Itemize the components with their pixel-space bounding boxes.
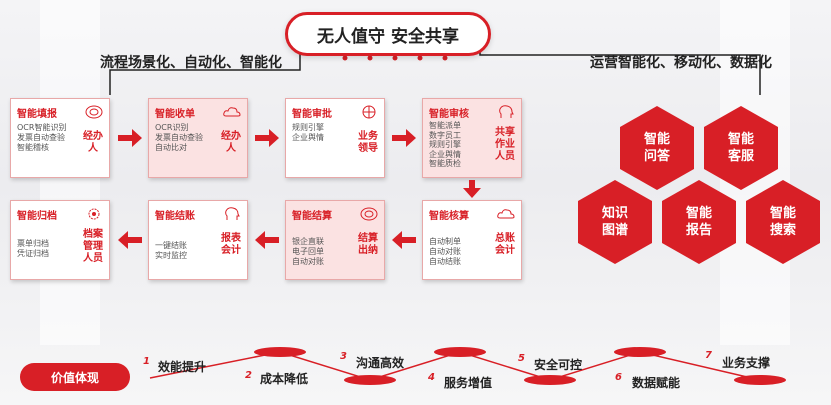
arrow-right xyxy=(255,129,279,147)
value-number: 4 xyxy=(428,372,435,383)
card-role: 总账 会计 xyxy=(495,233,515,256)
hex-label-knowledge: 知识 图谱 xyxy=(601,206,628,238)
arrow-down xyxy=(463,180,481,198)
card-body: OCR识别 发票自动查验 自动比对 xyxy=(155,123,203,152)
card-body: 银企直联 电子回单 自动对账 xyxy=(292,237,324,266)
card-smart-receipt: 智能收单 OCR识别 发票自动查验 自动比对 经办 人 xyxy=(148,98,248,178)
card-body: 智能派单 数字员工 规则引擎 企业舆情 智能质检 xyxy=(429,121,461,168)
arrow-left xyxy=(392,231,416,249)
card-role: 结算 出纳 xyxy=(358,233,378,256)
cloud-gear-icon xyxy=(497,209,515,219)
card-smart-fill: 智能填报 OCR智能识别 发票自动查验 智能稽核 经办 人 xyxy=(10,98,110,178)
globe-icon xyxy=(362,105,376,119)
card-body: 票单归档 凭证归档 xyxy=(17,239,49,258)
card-body: 自动制单 自动对账 自动结账 xyxy=(429,237,461,266)
card-role: 经办 人 xyxy=(221,131,241,154)
card-body: 一键结账 实时监控 xyxy=(155,241,187,260)
hexagon xyxy=(662,180,736,264)
card-title: 智能审核 xyxy=(429,109,469,120)
card-body: 规则引擎 企业舆情 xyxy=(292,123,324,142)
card-role: 共享 作业 人员 xyxy=(495,127,515,162)
value-number: 3 xyxy=(340,351,347,362)
arrow-right xyxy=(392,129,416,147)
value-text: 数据赋能 xyxy=(632,376,681,390)
value-number: 1 xyxy=(143,356,150,367)
gear-person-icon xyxy=(88,208,100,220)
card-role: 报表 会计 xyxy=(221,233,241,256)
hex-label-qa: 智能 问答 xyxy=(643,132,670,164)
value-number: 6 xyxy=(615,372,622,383)
main-title: 无人值守 安全共享 xyxy=(285,12,491,56)
card-smart-closing: 智能结账 一键结账 实时监控 报表 会计 xyxy=(148,200,248,280)
card-role: 经办 人 xyxy=(83,131,103,154)
card-title: 智能填报 xyxy=(17,109,57,120)
card-smart-settlement: 智能结算 银企直联 电子回单 自动对账 结算 出纳 xyxy=(285,200,385,280)
left-subtitle: 流程场景化、自动化、智能化 xyxy=(100,55,282,71)
value-text: 效能提升 xyxy=(158,360,207,374)
value-button: 价值体现 xyxy=(20,363,130,391)
card-title: 智能结账 xyxy=(155,211,195,222)
head-brain-icon xyxy=(225,207,240,220)
arrow-left xyxy=(255,231,279,249)
value-text: 成本降低 xyxy=(260,372,309,386)
value-text: 业务支撑 xyxy=(722,356,771,370)
value-number: 2 xyxy=(245,370,252,381)
right-subtitle: 运营智能化、移动化、数据化 xyxy=(590,55,772,71)
target-icon xyxy=(85,105,103,119)
card-title: 智能收单 xyxy=(155,109,195,120)
card-smart-audit: 智能审核 智能派单 数字员工 规则引擎 企业舆情 智能质检 共享 作业 人员 xyxy=(422,98,522,178)
card-role: 档案 管理 人员 xyxy=(83,229,103,264)
head-brain-icon xyxy=(499,105,514,118)
card-smart-archive: 智能归档 票单归档 凭证归档 档案 管理 人员 xyxy=(10,200,110,280)
value-text: 沟通高效 xyxy=(356,356,405,370)
card-smart-approval: 智能审批 规则引擎 企业舆情 业务 领导 xyxy=(285,98,385,178)
hex-label-report: 智能 报告 xyxy=(685,206,712,238)
hexagon xyxy=(578,180,652,264)
card-body: OCR智能识别 发票自动查验 智能稽核 xyxy=(17,123,67,152)
value-text: 服务增值 xyxy=(444,376,493,390)
card-role: 业务 领导 xyxy=(358,131,378,154)
target-icon xyxy=(360,207,378,221)
hex-label-service: 智能 客服 xyxy=(727,132,754,164)
hexagon xyxy=(620,106,694,190)
card-title: 智能结算 xyxy=(292,211,332,222)
value-text: 安全可控 xyxy=(534,358,583,372)
arrow-right xyxy=(118,129,142,147)
arrow-left xyxy=(118,231,142,249)
hexagon xyxy=(746,180,820,264)
value-number: 5 xyxy=(518,353,525,364)
card-title: 智能核算 xyxy=(429,211,469,222)
value-number: 7 xyxy=(705,350,712,361)
hex-label-search: 智能 搜索 xyxy=(769,206,796,238)
card-title: 智能审批 xyxy=(292,109,332,120)
cloud-gear-icon xyxy=(223,107,241,117)
card-title: 智能归档 xyxy=(17,211,57,222)
hexagon xyxy=(704,106,778,190)
card-smart-accounting: 智能核算 自动制单 自动对账 自动结账 总账 会计 xyxy=(422,200,522,280)
